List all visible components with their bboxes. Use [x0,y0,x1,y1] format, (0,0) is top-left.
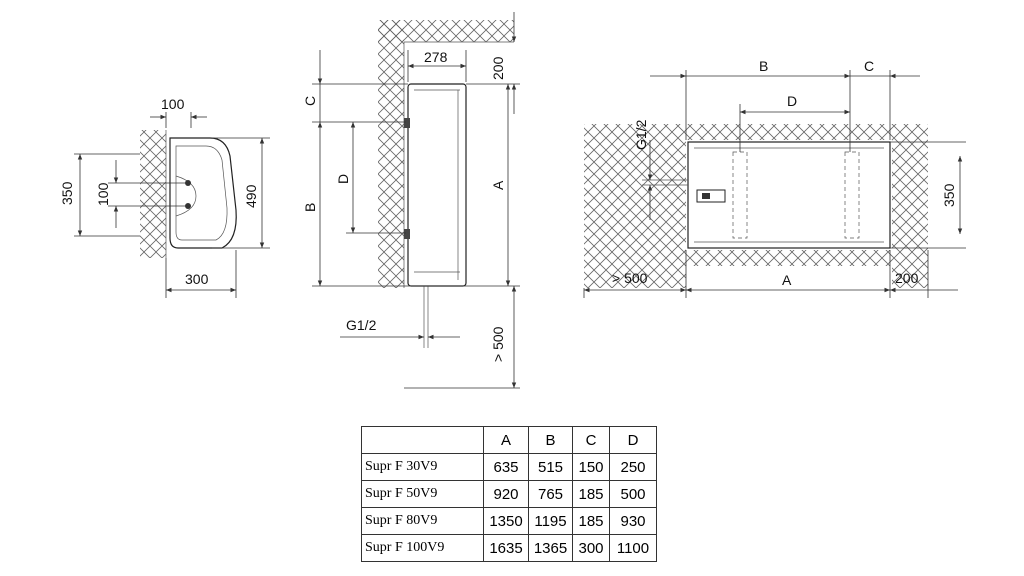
horizontal-height-dimension: 350 [941,183,957,207]
dimensions-table: A B C D Supr F 30V9 635 515 150 250 Supr… [361,426,657,562]
value-b: 515 [528,453,573,481]
value-b: 1365 [528,534,573,562]
model-name: Supr F 80V9 [361,507,484,535]
horizontal-left-clearance: > 500 [612,270,648,286]
value-d: 500 [609,480,657,508]
column-header-c: C [572,426,610,454]
side-depth-dimension: 490 [243,184,259,208]
horizontal-pipe-label: G1/2 [633,119,649,150]
value-d: 930 [609,507,657,535]
horizontal-right-wall-hatch [892,124,928,288]
horizontal-left-wall-hatch [584,124,686,288]
front-wall-hatch [378,20,404,288]
value-a: 1635 [483,534,529,562]
model-name: Supr F 50V9 [361,480,484,508]
value-a: 920 [483,480,529,508]
value-b: 765 [528,480,573,508]
value-c: 300 [572,534,610,562]
control-panel [696,189,726,203]
value-d: 1100 [609,534,657,562]
table-header-row: A B C D [361,426,657,454]
value-c: 185 [572,507,610,535]
front-b-label: B [302,203,318,212]
horizontal-d-label: D [787,93,797,109]
side-inner-dimension: 100 [95,182,111,206]
side-top-dimension: 100 [161,96,185,112]
value-a: 1350 [483,507,529,535]
technical-drawing: 100 350 100 490 300 [59,12,966,389]
front-ceiling-hatch [378,20,514,42]
side-width-dimension: 300 [185,271,209,287]
front-a-label: A [490,180,506,190]
front-bottom-clearance: > 500 [490,326,506,362]
side-view: 100 350 100 490 300 [59,96,270,298]
front-c-label: C [302,96,318,106]
column-header-b: B [528,426,573,454]
value-c: 150 [572,453,610,481]
model-name: Supr F 100V9 [361,534,484,562]
front-d-label: D [335,174,351,184]
model-name: Supr F 30V9 [361,453,484,481]
value-c: 185 [572,480,610,508]
front-view: 278 200 C B D A G1/2 > 500 [302,12,520,389]
horizontal-top-hatch [686,124,892,140]
table-row: Supr F 30V9 635 515 150 250 [361,453,657,481]
column-header-d: D [609,426,657,454]
side-tank-outline [169,137,237,249]
value-b: 1195 [528,507,573,535]
value-d: 250 [609,453,657,481]
front-top-clearance: 200 [490,56,506,80]
horizontal-b-label: B [759,58,768,74]
horizontal-a-label: A [782,272,792,288]
front-width-dimension: 278 [424,49,448,65]
horizontal-view: B C D G1/2 350 > 500 A 200 [583,58,966,298]
table-row: Supr F 50V9 920 765 185 500 [361,480,657,508]
side-wall-hatch [140,130,166,258]
table-corner-cell [361,426,484,454]
table-row: Supr F 80V9 1350 1195 185 930 [361,507,657,535]
horizontal-bottom-hatch [686,250,892,266]
front-pipe-label: G1/2 [346,317,377,333]
front-tank-body [407,83,467,287]
table-row: Supr F 100V9 1635 1365 300 1100 [361,534,657,562]
side-height-dimension: 350 [59,181,75,205]
value-a: 635 [483,453,529,481]
horizontal-right-clearance: 200 [895,270,919,286]
column-header-a: A [483,426,529,454]
horizontal-c-label: C [864,58,874,74]
